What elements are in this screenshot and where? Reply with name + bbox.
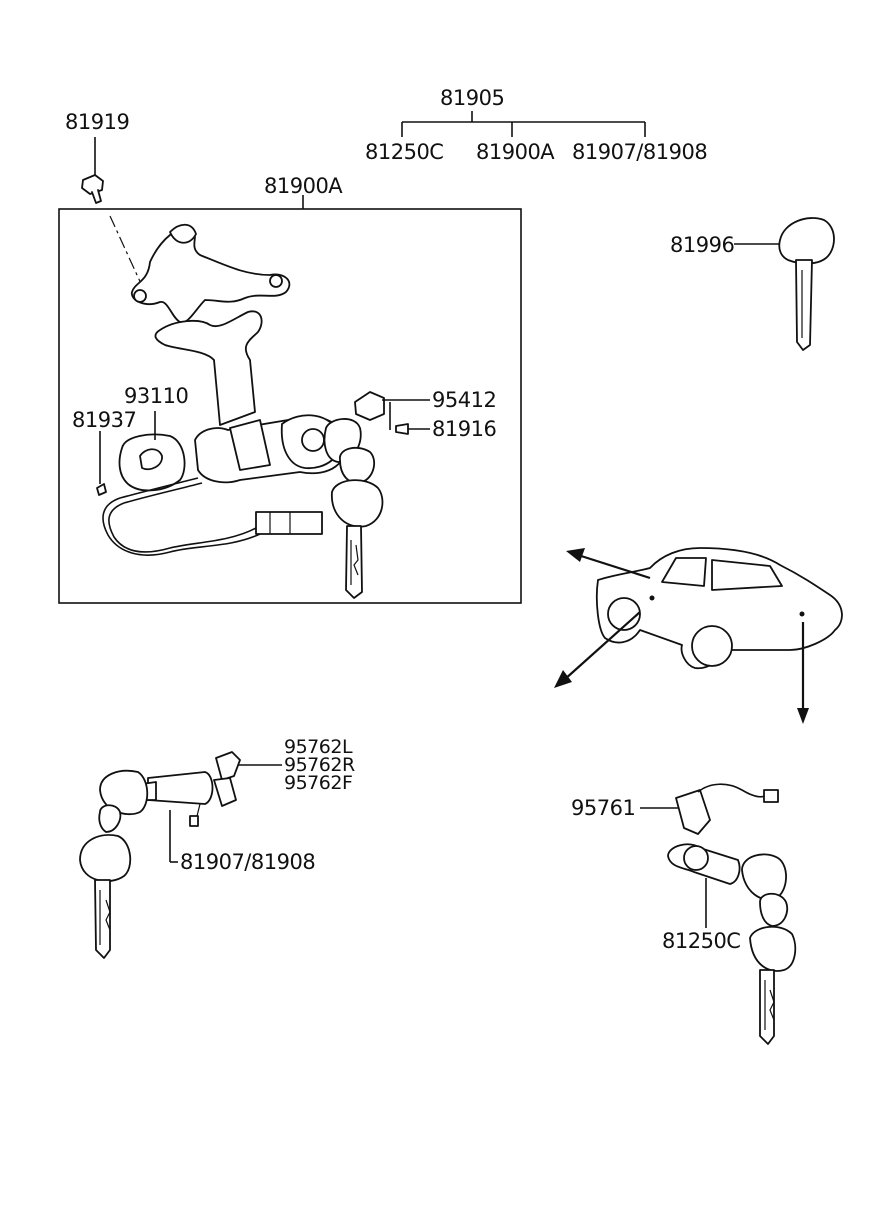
ignition-lock-assembly-icon [96,223,385,599]
label-81996: 81996 [670,233,735,257]
part-tree-lines [401,111,646,137]
door-lock-cylinder-icon [79,751,241,959]
label-81937: 81937 [72,408,137,432]
label-95412: 95412 [432,388,497,412]
assembly-box [58,195,522,604]
label-81250c-top: 81250C [365,140,444,164]
trunk-lock-cylinder-icon [667,783,797,1045]
label-81250c-bottom: 81250C [662,929,741,953]
label-81916: 81916 [432,417,497,441]
car-outline-icon [554,547,843,724]
label-95761: 95761 [571,796,636,820]
label-81900a-box: 81900A [264,174,343,198]
label-81907-81908-bottom: 81907/81908 [180,850,316,874]
label-81919: 81919 [65,110,130,134]
leader-lines [99,243,780,928]
label-95762r: 95762R [284,754,355,776]
label-81905: 81905 [440,86,505,110]
label-95762l: 95762L [284,736,353,758]
label-81900a-top: 81900A [476,140,555,164]
label-95762f: 95762F [284,772,353,794]
label-81907-81908-top: 81907/81908 [572,140,708,164]
bolt-81919-icon [81,137,144,289]
key-81996-icon [778,217,835,351]
label-93110: 93110 [124,384,189,408]
